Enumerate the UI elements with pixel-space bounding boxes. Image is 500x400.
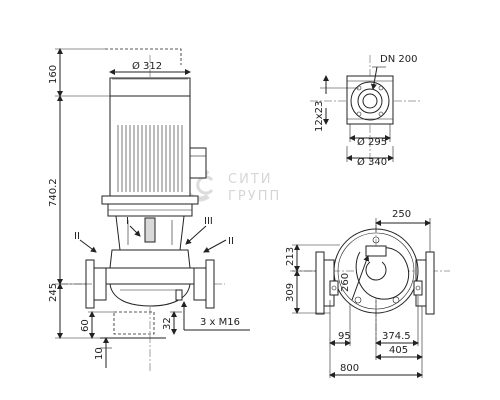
- plan-dim-r260: 260: [340, 273, 351, 292]
- watermark-line2: ГРУПП: [228, 189, 281, 204]
- callout-i: I: [126, 216, 129, 227]
- plan-dim-213: 213: [285, 247, 296, 266]
- flange-outer: Ø 340: [357, 156, 387, 168]
- dim-bolts: 3 x M16: [200, 317, 240, 328]
- dim-base-height: 60: [80, 319, 91, 332]
- dim-flange-offset: 32: [162, 317, 173, 330]
- dim-motor-diameter: Ø 312: [132, 60, 162, 72]
- flange-bolt-circle: Ø 295: [357, 136, 387, 148]
- dim-motor-height: 160: [48, 65, 59, 84]
- dim-base-offset: 10: [94, 347, 105, 360]
- pump-plan-view: 250 213 309 260 95 374.5 405 800: [285, 209, 450, 378]
- flange-holes: 12x23: [314, 101, 325, 132]
- motor-cooling-fins: [117, 125, 183, 192]
- plan-dim-95: 95: [338, 331, 351, 342]
- dim-overall-height: 740.2: [48, 178, 59, 207]
- plan-dim-309: 309: [285, 283, 296, 302]
- callout-iii: III: [204, 216, 213, 227]
- callout-ii-left: II: [74, 231, 80, 242]
- watermark-logo: СИТИ ГРУПП: [182, 168, 281, 204]
- flange-detail-view: DN 200 12x23 Ø 295 Ø 340: [310, 54, 420, 168]
- dim-axis-height: 245: [48, 283, 59, 302]
- flange-dn: DN 200: [380, 54, 417, 65]
- callout-ii-right: II: [228, 236, 234, 247]
- plan-dim-250: 250: [392, 209, 411, 220]
- plan-dim-374: 374.5: [382, 331, 411, 342]
- plan-dim-405: 405: [389, 345, 408, 356]
- pump-elevation-view: II I III II Ø 312 160 740.2 245 60 10 32…: [48, 48, 250, 372]
- plan-dim-800: 800: [340, 363, 359, 374]
- watermark-line1: СИТИ: [228, 172, 272, 187]
